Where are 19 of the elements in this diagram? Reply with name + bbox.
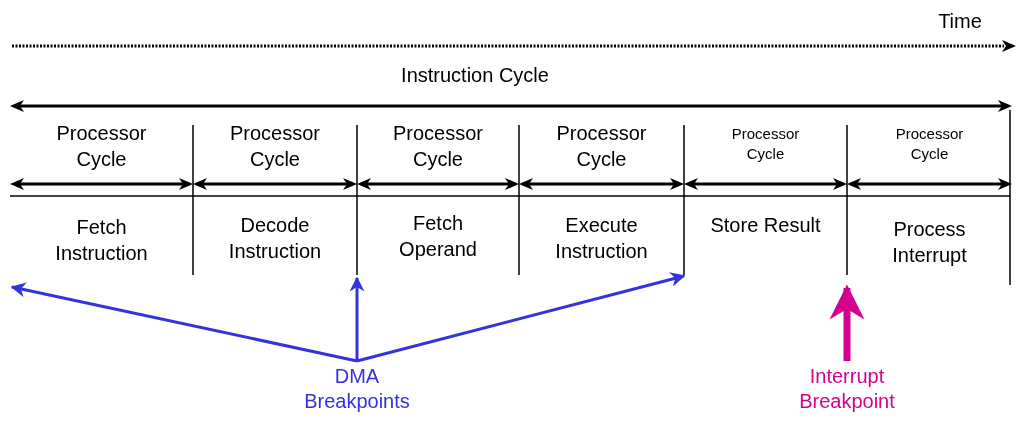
stage-label: Execute Instruction (554, 213, 649, 264)
axis-label: Time (937, 9, 983, 34)
cycle-label: Processor Cycle (894, 124, 965, 163)
stage-label: Fetch Operand (398, 211, 478, 262)
callout-text: Interrupt Breakpoint (777, 364, 917, 414)
arrow (10, 282, 358, 363)
cycle-label: Processor Cycle (55, 121, 148, 172)
cycle-label: Processor Cycle (730, 124, 801, 163)
callout-text: DMA Breakpoints (287, 364, 427, 414)
stage-label: Fetch Instruction (54, 215, 149, 266)
dimension-label: Instruction Cycle (400, 63, 550, 88)
stage-label: Decode Instruction (227, 213, 323, 264)
arrow (349, 276, 365, 361)
cycle-label: Processor Cycle (555, 121, 648, 172)
stage-label: Process Interrupt (891, 217, 968, 268)
cycle-label: Processor Cycle (229, 121, 321, 172)
stage-label: Store Result (709, 213, 822, 238)
cycle-label: Processor Cycle (392, 121, 484, 172)
arrow (356, 272, 686, 363)
